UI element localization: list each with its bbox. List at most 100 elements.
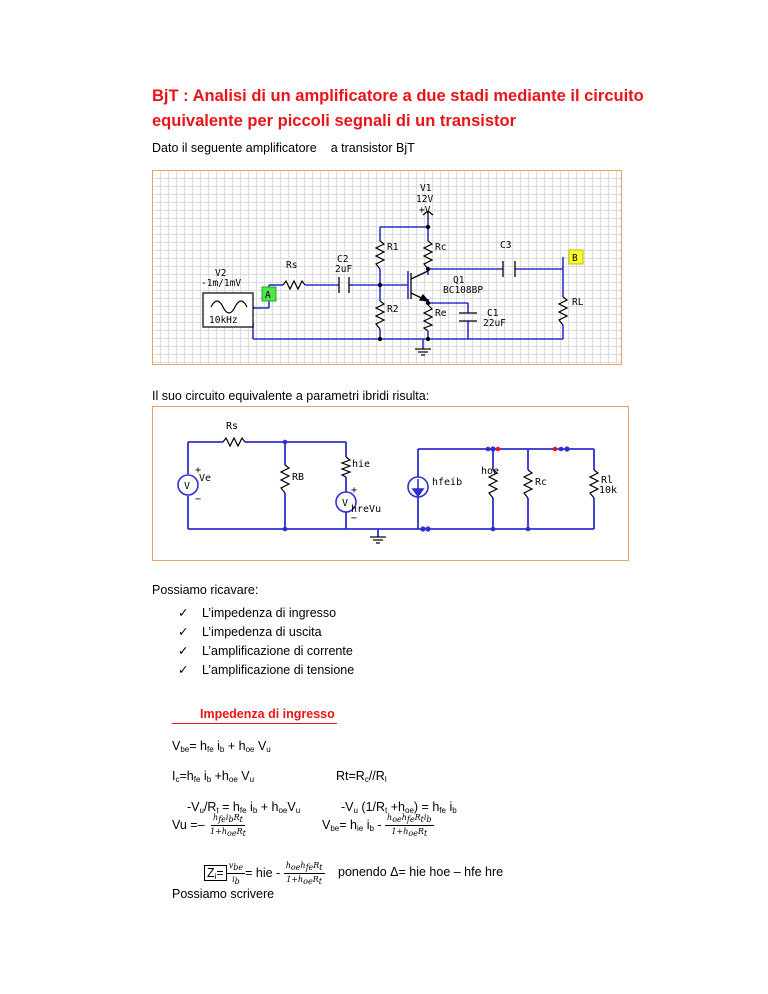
rc-zigzag xyxy=(422,240,434,270)
rs-label: Rs xyxy=(226,421,238,432)
hfeib-label: hfeib xyxy=(432,477,462,488)
checkmark-icon: ✓ xyxy=(178,663,189,677)
hoe-label: hoe xyxy=(481,466,499,477)
ve-plus: + xyxy=(195,465,201,476)
amplifier-schematic-svg: V1 12V +V R1 Rc C3 B V2 -1m/1mV 10kHz Rs… xyxy=(201,183,584,356)
section-underline xyxy=(172,723,337,724)
hrevu-plus: + xyxy=(351,485,357,496)
checklist-item: ✓ L’impedenza di uscita xyxy=(178,623,354,642)
current-arrow-icon xyxy=(411,479,425,498)
transistor-q1-symbol xyxy=(410,270,430,302)
ve-minus: − xyxy=(195,494,201,505)
hie-label: hie xyxy=(352,459,370,470)
equation-vu-rt: -Vu/Rt = hfe ib + hoeVu xyxy=(187,800,301,815)
rb-zigzag xyxy=(279,464,291,494)
possiamo-ricavare: Possiamo ricavare: xyxy=(152,583,259,597)
q1-model: BC108BP xyxy=(443,285,483,296)
checkmark-icon: ✓ xyxy=(178,625,189,639)
rs-zigzag xyxy=(282,279,306,291)
checklist-item-label: L’amplificazione di tensione xyxy=(202,663,355,677)
possiamo-scrivere: Possiamo scrivere xyxy=(172,887,275,901)
rl-zigzag xyxy=(588,469,600,499)
document-title: BjT : Analisi di un amplificatore a due … xyxy=(152,87,644,130)
equation-ic: Ic=hfe ib +hoe Vu xyxy=(172,769,255,784)
re-zigzag xyxy=(422,304,434,332)
r2-label: R2 xyxy=(387,304,398,315)
r1-label: R1 xyxy=(387,242,399,253)
c2-name: C2 xyxy=(337,254,348,265)
re-label: Re xyxy=(435,308,447,319)
equation-vbe: Vbe= hfe ib + hoe Vu xyxy=(172,739,271,754)
checkmark-icon: ✓ xyxy=(178,606,189,620)
equation-rt: Rt=Rc//Rl xyxy=(336,769,387,784)
equivalent-circuit-svg: V V Rs Ve + − RB hie + − hr xyxy=(177,421,617,544)
checklist-item-label: L’amplificazione di corrente xyxy=(202,644,353,658)
equivalent-circuit: V V Rs Ve + − RB hie + − hr xyxy=(152,406,629,561)
node-b-marker xyxy=(568,249,584,265)
v1-name: V1 xyxy=(420,183,432,194)
hrevu-minus: − xyxy=(351,513,357,524)
v1-node: +V xyxy=(419,205,431,216)
ve-label: Ve xyxy=(199,473,211,484)
equation-vu-solved: -Vu (1/Rt +hoe) = hfe ib xyxy=(341,800,457,815)
schematic-wires xyxy=(252,219,564,349)
v2-value: -1m/1mV xyxy=(201,278,241,289)
checklist: ✓ L’impedenza di ingresso ✓ L’impedenza di… xyxy=(178,604,354,680)
checklist-item: ✓ L’amplificazione di corrente xyxy=(178,642,354,661)
hoe-zigzag xyxy=(487,469,499,499)
sine-wave-icon xyxy=(210,300,248,314)
rs-label: Rs xyxy=(286,260,297,271)
supply-arrow-icon xyxy=(422,210,434,219)
equivalent-resistors xyxy=(222,436,600,499)
rb-label: RB xyxy=(292,472,304,483)
checklist-item-label: L’impedenza di ingresso xyxy=(202,606,337,620)
node-b-label: B xyxy=(572,253,578,264)
c1-name: C1 xyxy=(487,308,499,319)
c2-value: 2uF xyxy=(335,264,352,275)
equivalent-caption: Il suo circuito equivalente a parametri … xyxy=(152,389,430,403)
equivalent-blue-dots xyxy=(282,439,570,532)
capacitors xyxy=(338,261,516,322)
rl-label: RL xyxy=(572,297,584,308)
rl-value: 10k xyxy=(599,485,617,496)
rl-label: Rl xyxy=(601,475,613,486)
hrevu-symbol: V xyxy=(342,498,348,509)
rl-zigzag xyxy=(557,296,569,326)
v2-frequency: 10kHz xyxy=(209,315,238,326)
r1-zigzag xyxy=(374,240,386,270)
section-heading: Impedenza di ingresso xyxy=(200,707,335,721)
checklist-item-label: L’impedenza di uscita xyxy=(202,625,322,639)
intro-part2: a transistor BjT xyxy=(330,141,415,155)
junction-dots xyxy=(377,224,431,342)
ground-icon xyxy=(415,348,431,356)
equivalent-red-dots xyxy=(495,446,558,452)
zi-highlight: Zi= xyxy=(204,864,227,881)
node-a-label: A xyxy=(265,290,271,301)
checklist-item: ✓ L’amplificazione di tensione xyxy=(178,661,354,680)
hie-zigzag xyxy=(340,456,352,478)
checkmark-icon: ✓ xyxy=(178,644,189,658)
q1-name: Q1 xyxy=(453,275,465,286)
intro-part1: Dato il seguente amplificatore xyxy=(152,141,317,155)
rc-zigzag xyxy=(522,469,534,499)
rc-label: Rc xyxy=(435,242,446,253)
ve-symbol: V xyxy=(184,481,190,492)
ground-icon xyxy=(370,536,386,544)
v1-value: 12V xyxy=(416,194,433,205)
ve-source-icon xyxy=(177,474,199,496)
r2-zigzag xyxy=(374,300,386,330)
node-a-marker xyxy=(261,286,277,302)
c3-label: C3 xyxy=(500,240,511,251)
checklist-item: ✓ L’impedenza di ingresso xyxy=(178,604,354,623)
v2-name: V2 xyxy=(215,268,226,279)
signal-generator-v2 xyxy=(202,292,254,328)
c1-value: 22uF xyxy=(483,318,506,329)
rc-label: Rc xyxy=(535,477,547,488)
resistors xyxy=(282,240,569,332)
amplifier-schematic: V1 12V +V R1 Rc C3 B V2 -1m/1mV 10kHz Rs… xyxy=(152,170,622,365)
equivalent-wires xyxy=(187,441,595,537)
equation-delta: ponendo Δ= hie hoe – hfe hre xyxy=(338,865,504,879)
